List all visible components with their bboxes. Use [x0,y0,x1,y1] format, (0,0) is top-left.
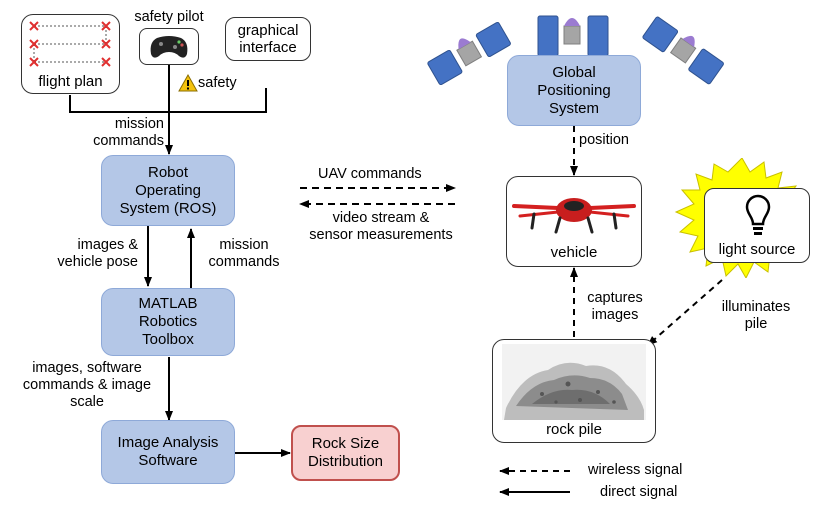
flight-plan-icon [29,21,111,67]
arrow-illuminates [647,279,723,346]
lightbulb-icon [745,194,771,235]
rock-size-box: Rock Size Distribution [291,425,400,481]
vehicle-label: vehicle [550,244,598,261]
legend-direct-label: direct signal [600,484,678,500]
rock-size-label: Rock Size Distribution [307,435,384,470]
warning-icon [178,74,198,92]
gps-box: Global Positioning System [507,55,641,126]
images-vehicle-pose-label: images & vehicle pose [57,237,138,270]
light-source-box: light source [704,188,810,263]
legend-wireless-label: wireless signal [588,462,683,478]
safety-pilot-title: safety pilot [134,9,204,25]
gps-label: Global Positioning System [537,63,611,117]
satellite-icon [537,15,609,57]
position-label: position [579,132,629,148]
safety-pilot-box [139,28,199,65]
rock-pile-photo [502,344,646,420]
illuminates-pile-label: illuminates pile [721,299,791,332]
drone-icon [512,198,636,234]
matlab-label: MATLAB Robotics Toolbox [138,295,198,348]
image-analysis-label: Image Analysis Software [117,434,219,469]
graphical-interface-box: graphical interface [225,17,311,61]
captures-images-label: captures images [587,290,643,323]
image-analysis-box: Image Analysis Software [101,420,235,484]
gamepad-icon [150,35,188,58]
flight-plan-label: flight plan [38,73,103,90]
safety-label: safety [198,75,237,91]
light-source-label: light source [718,241,796,258]
satellite-icon [642,16,724,85]
video-stream-label: video stream & sensor measurements [309,210,453,243]
mission-commands-top-label: mission commands [93,116,164,149]
images-software-label: images, software commands & image scale [22,360,152,410]
satellite-icon [427,21,511,86]
ros-label: Robot Operating System (ROS) [119,163,217,217]
uav-commands-label: UAV commands [318,166,422,182]
mission-commands-side-label: mission commands [208,237,280,270]
graphical-interface-label: graphical interface [237,22,299,56]
input-lines [69,65,267,155]
rock-pile-label: rock pile [546,421,602,438]
ros-box: Robot Operating System (ROS) [101,155,235,226]
matlab-box: MATLAB Robotics Toolbox [101,288,235,356]
